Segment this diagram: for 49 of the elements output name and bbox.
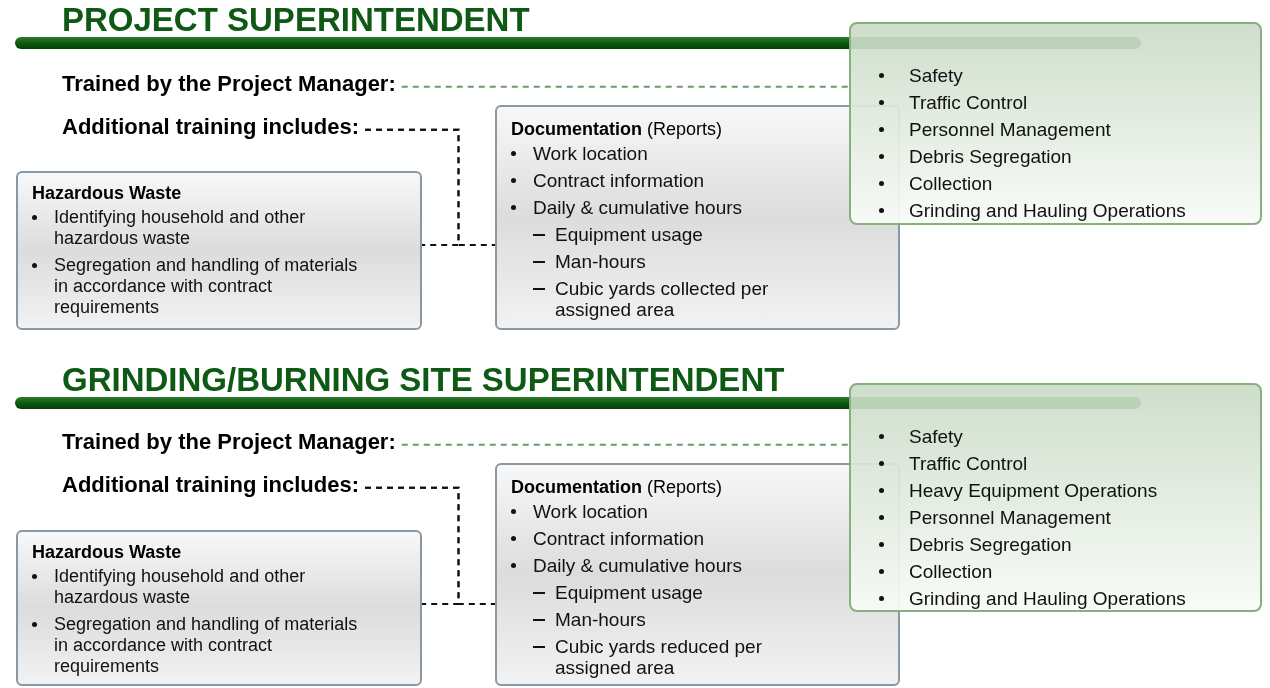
box-heading: Hazardous Waste [32,182,183,205]
bullet-item: Grinding and Hauling Operations [879,197,1260,224]
bullet-item: Personnel Management [879,504,1260,531]
sub-item: Equipment usage [511,224,811,245]
bullet-item: Daily & cumulative hours [511,197,811,218]
bullet-item: Work location [511,501,811,522]
bullet-item: Collection [879,558,1260,585]
training-topics-box [849,22,1262,225]
bullet-item: Traffic Control [879,450,1260,477]
bullet-item: Identifying household and other hazardous waste [32,566,372,608]
sub-item: Man-hours [511,251,811,272]
dashed-connector [364,128,496,246]
bullet-item: Daily & cumulative hours [511,555,811,576]
bullet-item: Grinding and Hauling Operations [879,585,1260,612]
bullet-item: Segregation and handling of materials in accordance with contract requirements [32,614,372,677]
bullet-item: Collection [879,170,1260,197]
hazardous-waste-box [16,171,422,330]
documentation-box [495,105,900,330]
bullet-item: Debris Segregation [879,531,1260,558]
box-heading: Documentation (Reports) [511,476,724,499]
sub-item: Equipment usage [511,582,811,603]
sub-item: Cubic yards reduced per assigned area [511,636,811,678]
dashed-connector [400,85,850,88]
bullet-item: Work location [511,143,811,164]
bullet-item: Segregation and handling of materials in accordance with contract requirements [32,255,372,318]
training-heading: Additional training includes: [62,113,359,141]
sub-item: Cubic yards collected per assigned area [511,278,811,320]
box-heading: Documentation (Reports) [511,118,724,141]
sub-item: Man-hours [511,609,811,630]
hazardous-waste-box [16,530,422,686]
bullet-item: Safety [879,423,1260,450]
bullet-item: Contract information [511,170,811,191]
section-heading: PROJECT SUPERINTENDENT [62,2,530,38]
bullet-item: Traffic Control [879,89,1260,116]
bullet-item: Safety [879,62,1260,89]
training-heading: Trained by the Project Manager: [62,428,396,456]
bullet-item: Contract information [511,528,811,549]
section-heading: GRINDING/BURNING SITE SUPERINTENDENT [62,362,785,398]
training-heading: Additional training includes: [62,471,359,499]
bullet-item: Heavy Equipment Operations [879,477,1260,504]
box-heading: Hazardous Waste [32,541,183,564]
training-topics-box [849,383,1262,612]
bullet-item: Identifying household and other hazardous waste [32,207,372,249]
training-heading: Trained by the Project Manager: [62,70,396,98]
dashed-connector [364,486,496,605]
bullet-item: Personnel Management [879,116,1260,143]
documentation-box [495,463,900,686]
bullet-item: Debris Segregation [879,143,1260,170]
dashed-connector [400,443,850,446]
